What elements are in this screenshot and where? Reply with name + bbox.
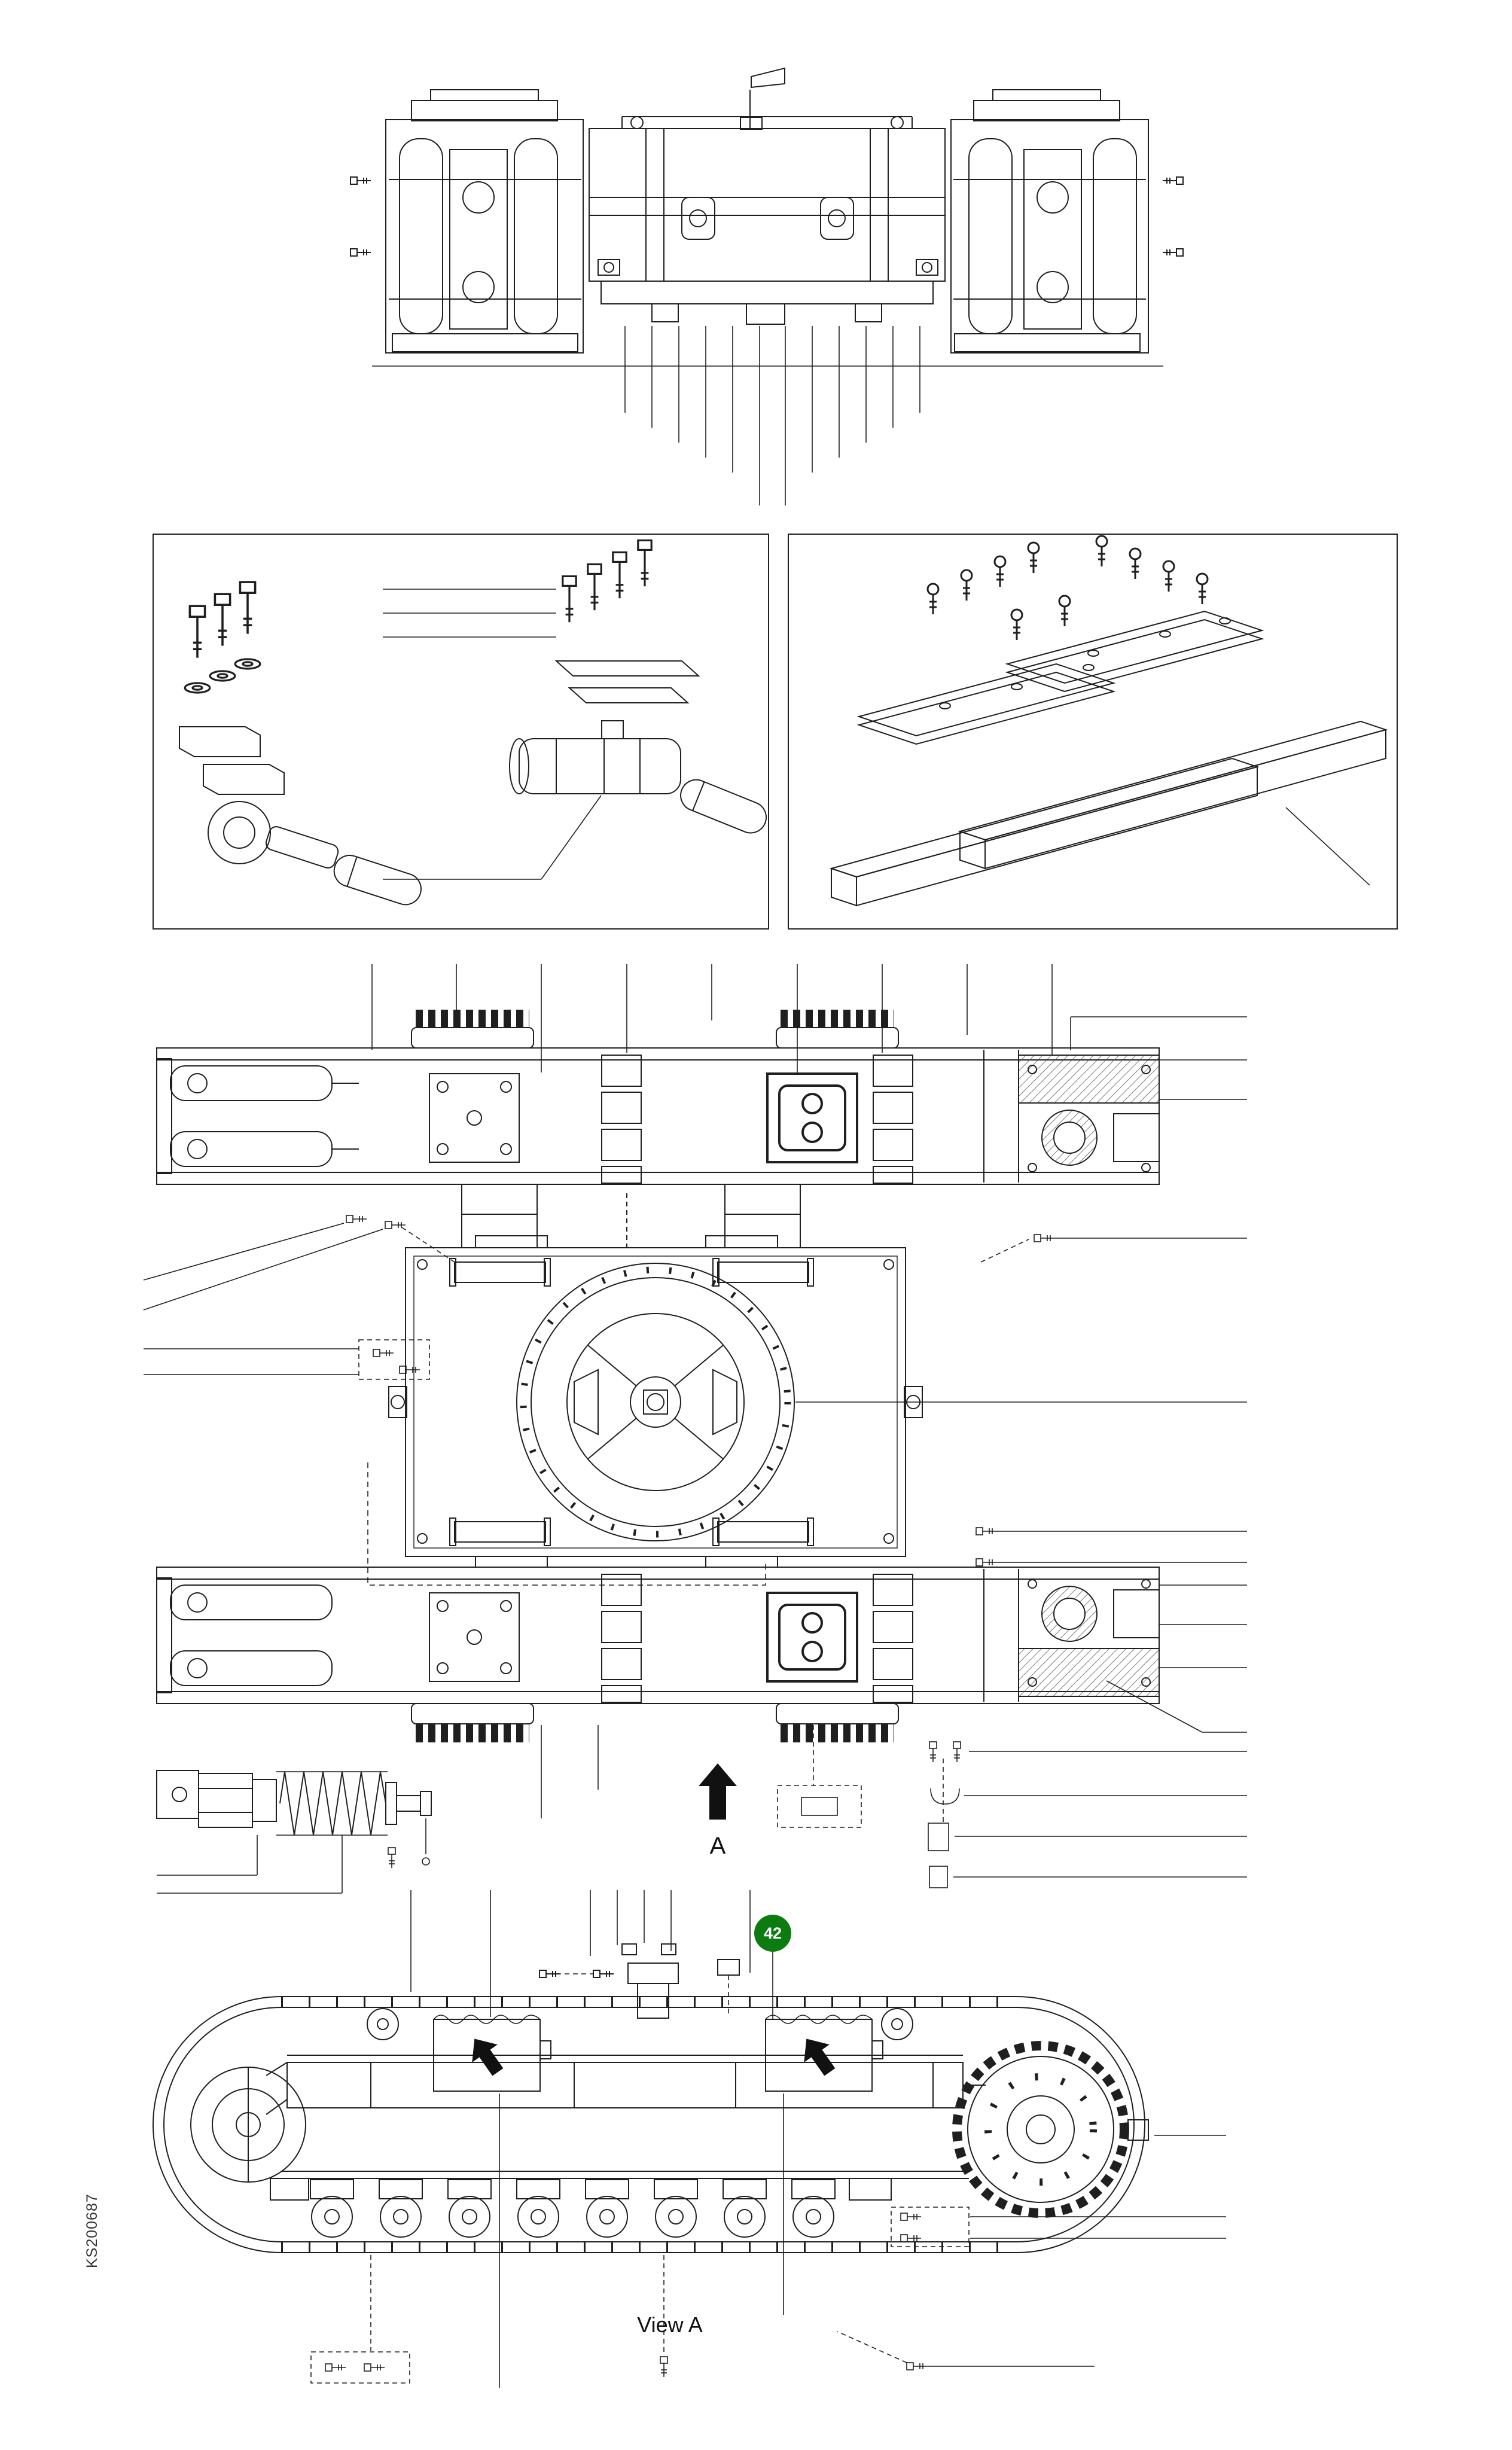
plan-cross-members-top: [461, 1184, 801, 1248]
plan-carbody: [367, 1235, 923, 1586]
detail-box-tie-rod: [153, 534, 769, 930]
section-arrow: [699, 1763, 737, 1820]
view-a-caption: View A: [637, 2312, 703, 2337]
side-view-leader-lines-bottom: [310, 2094, 1226, 2388]
travel-motor-right: [765, 2015, 883, 2092]
mast-flag: [740, 67, 785, 130]
idler-wheel: [190, 2067, 306, 2183]
plan-view-undercarriage: [143, 964, 1247, 1888]
track-rollers: [270, 2178, 892, 2238]
side-view-leader-lines-top: [410, 1890, 751, 2017]
drawing-code: KS200687: [84, 2193, 100, 2268]
direction-arrow-icon: [472, 2038, 504, 2076]
side-view-track: [153, 1890, 1226, 2388]
section-label-a: A: [709, 1833, 726, 1859]
direction-arrow-icon: [804, 2038, 836, 2076]
recoil-spring-detail: [156, 1770, 432, 1894]
travel-motor-left: [433, 2015, 551, 2092]
carrier-roller: [367, 2008, 399, 2040]
right-track-end-view: [950, 89, 1184, 354]
front-elevation-view: [350, 67, 1184, 505]
elevation-leader-lines: [372, 326, 1163, 505]
detail-box-cover-plates: [788, 534, 1398, 930]
sprocket-wheel: [952, 2041, 1149, 2218]
up-arrow-icon: [699, 1763, 737, 1820]
plan-leader-lines: [143, 1016, 1247, 1888]
left-track-end-view: [350, 89, 584, 354]
plan-bottom-track-frame: [156, 1567, 1160, 1742]
carrier-roller: [881, 2008, 913, 2040]
callout-badge-42[interactable]: 42: [754, 1915, 791, 1952]
track-chain: [153, 1996, 1145, 2253]
plan-top-leader-lines: [371, 964, 1053, 1072]
plan-top-track-frame: [156, 1010, 1160, 1185]
side-view-frame: [266, 2055, 986, 2179]
detail-left-leader-lines: [383, 589, 602, 880]
side-view-top-bracket: [539, 1943, 740, 2019]
recoil-leader-lines: [157, 1818, 430, 1894]
